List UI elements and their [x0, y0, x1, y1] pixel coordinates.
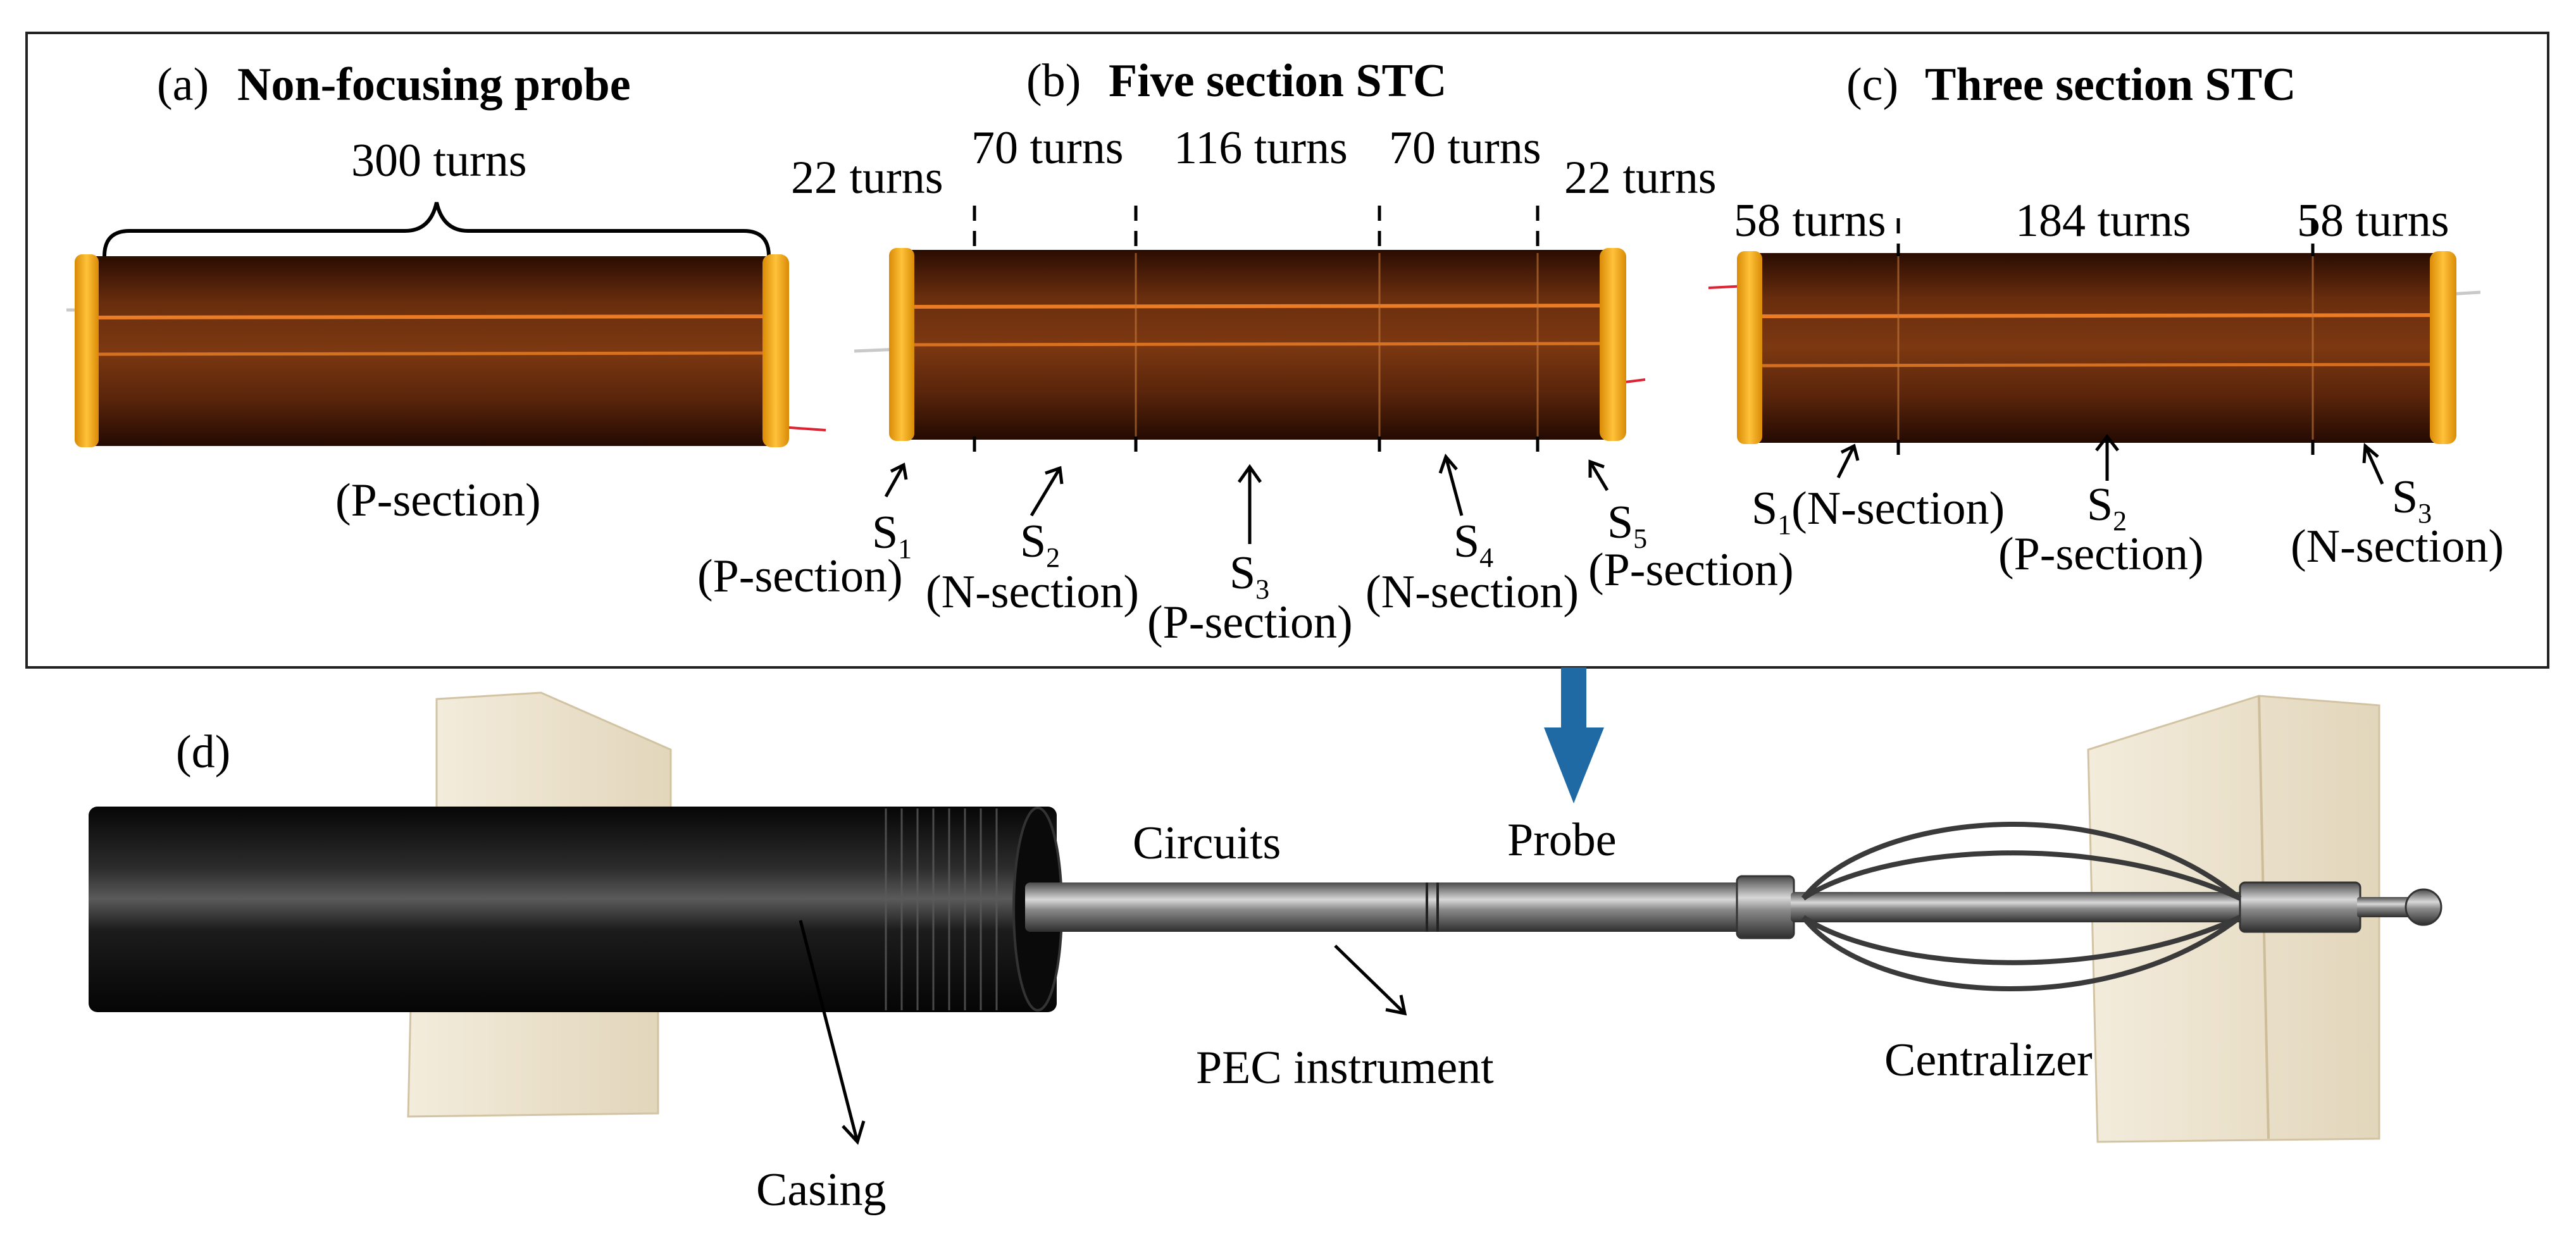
- pec-instrument-rod: [1025, 875, 2442, 939]
- panel-a-tag: (a): [157, 59, 209, 111]
- panel-b: (b) Five section STC 22 turns 70 turns 1…: [697, 55, 1794, 648]
- panel-c-tag: (c): [1846, 59, 1898, 111]
- down-arrow-icon: [1544, 667, 1604, 803]
- svg-text:S3: S3: [1229, 547, 1269, 605]
- turns-brace: [103, 202, 771, 257]
- panel-c-turns-2: 184 turns: [2015, 195, 2191, 247]
- label-circuits: Circuits: [1133, 817, 1281, 869]
- label-casing: Casing: [756, 1164, 887, 1216]
- svg-text:S2: S2: [2087, 479, 2127, 536]
- svg-text:S4: S4: [1453, 516, 1493, 573]
- panel-b-turns-4: 70 turns: [1389, 122, 1541, 174]
- top-panel-frame: [25, 32, 2549, 669]
- panel-b-title: Five section STC: [1109, 55, 1447, 107]
- panel-b-turns-5: 22 turns: [1564, 152, 1717, 204]
- panel-c-turns-1: 58 turns: [1734, 195, 1886, 247]
- three-section-coil: [1708, 251, 2481, 444]
- svg-text:S1: S1: [872, 507, 912, 564]
- panel-c-turns-3: 58 turns: [2297, 195, 2449, 247]
- section-arrows-b: [884, 454, 1609, 544]
- section-label-b2: S2 (N-section): [926, 516, 1139, 618]
- svg-text:(P-section): (P-section): [1998, 528, 2204, 580]
- section-label-b5: S5 (P-section): [1588, 497, 1794, 596]
- pointer-arrows-d: [799, 920, 1407, 1145]
- label-pec-instrument: PEC instrument: [1196, 1042, 1494, 1094]
- section-arrows-c: [1836, 433, 2384, 485]
- svg-text:(N-section): (N-section): [2291, 521, 2504, 573]
- svg-text:(N-section): (N-section): [1366, 566, 1579, 618]
- panel-a-section-label: (P-section): [335, 474, 541, 526]
- svg-text:(P-section): (P-section): [697, 550, 903, 602]
- panel-a: (a) Non-focusing probe 300 turns (P-sect…: [66, 59, 826, 526]
- non-focusing-coil: [66, 254, 826, 447]
- section-label-c2: S2 (P-section): [1998, 479, 2204, 580]
- panel-d: (d): [89, 691, 2442, 1216]
- svg-text:S1(N-section): S1(N-section): [1752, 483, 2005, 540]
- panel-b-turns-2: 70 turns: [971, 122, 1124, 174]
- svg-text:(P-section): (P-section): [1588, 544, 1794, 596]
- label-probe: Probe: [1507, 814, 1617, 866]
- section-label-b4: S4 (N-section): [1366, 516, 1579, 618]
- panel-b-turns-1: 22 turns: [791, 152, 943, 204]
- casing-pipe: [89, 807, 1063, 1012]
- panel-c-title: Three section STC: [1925, 59, 2296, 111]
- section-dividers-b: [973, 206, 1540, 455]
- panel-c: (c) Three section STC 58 turns 184 turns…: [1708, 59, 2504, 580]
- panel-a-turns-label: 300 turns: [351, 135, 527, 187]
- centralizer-springs: [1801, 822, 2242, 991]
- section-dividers-c: [1896, 218, 2315, 455]
- section-label-c1: S1(N-section): [1752, 483, 2005, 540]
- section-label-c3: S3 (N-section): [2291, 471, 2504, 573]
- svg-text:(N-section): (N-section): [926, 566, 1139, 618]
- section-label-b1: S1 (P-section): [697, 507, 912, 602]
- svg-text:S5: S5: [1607, 497, 1647, 554]
- panel-d-tag: (d): [176, 726, 230, 778]
- panel-a-title: Non-focusing probe: [237, 59, 631, 111]
- svg-text:S2: S2: [1020, 516, 1060, 573]
- svg-text:S3: S3: [2392, 471, 2432, 529]
- label-centralizer: Centralizer: [1884, 1034, 2093, 1086]
- panel-b-turns-3: 116 turns: [1174, 122, 1348, 174]
- five-section-coil: [854, 248, 1646, 441]
- panel-b-tag: (b): [1026, 55, 1081, 107]
- svg-text:(P-section): (P-section): [1147, 597, 1353, 648]
- section-label-b3: S3 (P-section): [1147, 547, 1353, 648]
